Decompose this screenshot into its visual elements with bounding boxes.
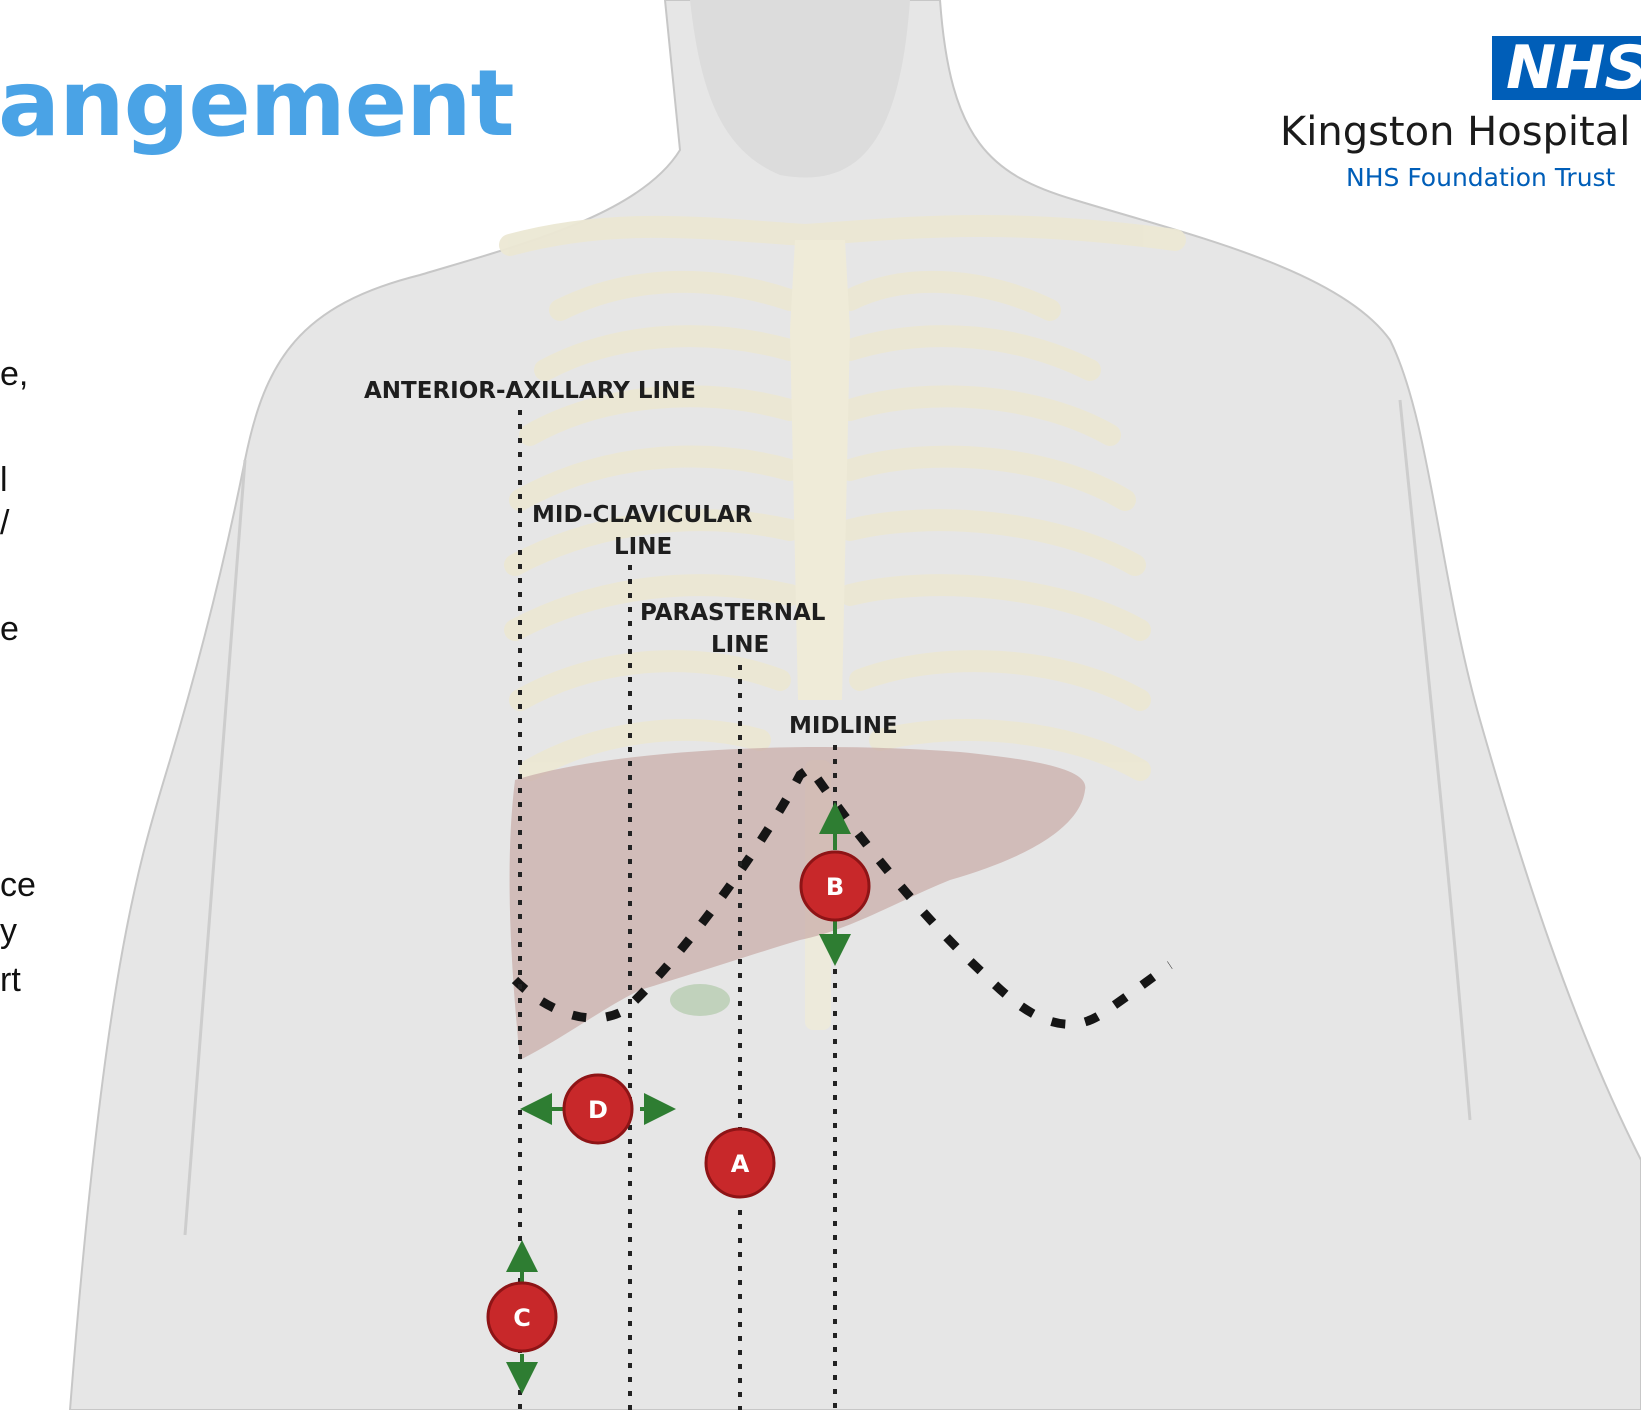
- parasternal-line-label-2: LINE: [711, 632, 769, 658]
- mid-clavicular-line-label: MID-CLAVICULAR: [532, 502, 753, 528]
- marker-b: B: [801, 852, 869, 920]
- nhs-badge: NHS: [1492, 36, 1641, 100]
- gallbladder: [670, 984, 730, 1016]
- mid-clavicular-line-label-2: LINE: [614, 534, 672, 560]
- midline-label: MIDLINE: [789, 713, 898, 739]
- marker-b-label: B: [826, 873, 844, 901]
- torso-silhouette: [70, 0, 1641, 1410]
- sternum: [790, 240, 850, 700]
- parasternal-line-label: PARASTERNAL: [640, 600, 826, 626]
- marker-d-label: D: [588, 1096, 608, 1124]
- marker-c: C: [488, 1283, 556, 1351]
- marker-c-label: C: [513, 1304, 531, 1332]
- org-subtitle: NHS Foundation Trust: [1346, 165, 1615, 190]
- marker-a: A: [706, 1129, 774, 1197]
- marker-a-label: A: [731, 1150, 750, 1178]
- marker-d: D: [564, 1075, 632, 1143]
- anterior-axillary-line-label: ANTERIOR-AXILLARY LINE: [364, 378, 696, 404]
- org-name: Kingston Hospital: [1280, 112, 1630, 152]
